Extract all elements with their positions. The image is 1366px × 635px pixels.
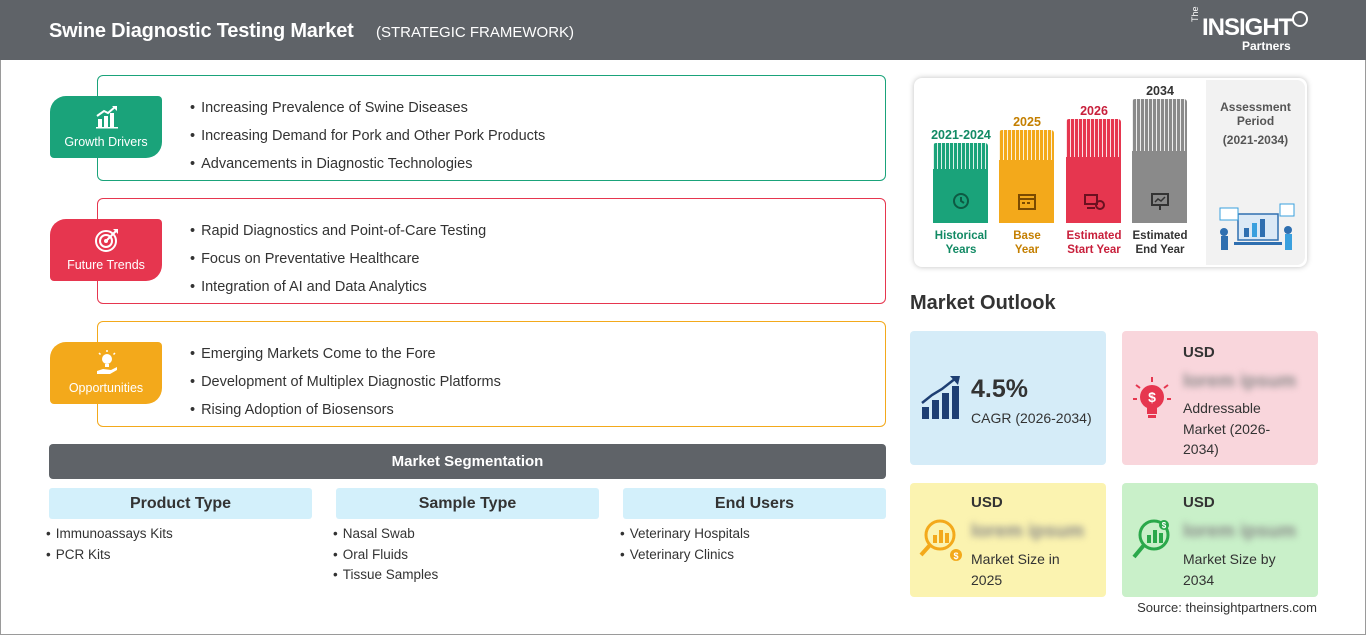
header-bar: Swine Diagnostic Testing Market (STRATEG… bbox=[0, 0, 1366, 60]
growth-drivers-box: Increasing Prevalence of Swine Diseases … bbox=[97, 75, 886, 181]
bar-stripes bbox=[999, 130, 1054, 160]
bar-stripes bbox=[1132, 99, 1187, 151]
page-subtitle: (STRATEGIC FRAMEWORK) bbox=[376, 24, 575, 41]
logo-ring-icon bbox=[1292, 11, 1308, 27]
size-2025-label: Market Size in 2025 bbox=[971, 551, 1060, 588]
list-item: Veterinary Clinics bbox=[620, 545, 750, 566]
list-item: Rapid Diagnostics and Point-of-Care Test… bbox=[190, 217, 486, 245]
analytics-people-icon bbox=[1219, 203, 1295, 250]
money-idea-icon: $ bbox=[1133, 377, 1171, 418]
addressable-currency: USD bbox=[1183, 344, 1215, 361]
list-item: Focus on Preventative Healthcare bbox=[190, 245, 486, 273]
market-size-2034-card: $ USD lorem ipsum Market Size by 2034 bbox=[1122, 483, 1318, 597]
timeline-year-label: 2026 bbox=[1080, 104, 1108, 118]
list-item: Advancements in Diagnostic Technologies bbox=[190, 150, 545, 178]
cagr-label: CAGR (2026-2034) bbox=[971, 410, 1092, 426]
growth-bars-icon bbox=[921, 376, 960, 419]
segment-head-sample-type: Sample Type bbox=[336, 488, 599, 519]
growth-drivers-list: Increasing Prevalence of Swine Diseases … bbox=[190, 94, 545, 178]
history-clock-icon bbox=[953, 193, 969, 209]
timeline-bar bbox=[999, 130, 1054, 223]
list-item: Oral Fluids bbox=[333, 545, 438, 566]
segment-head-product-type: Product Type bbox=[49, 488, 312, 519]
idea-hand-icon bbox=[97, 350, 117, 374]
addressable-market-card: $ USD lorem ipsum Addressable Market (20… bbox=[1122, 331, 1318, 465]
market-size-magnifier-icon: $ bbox=[919, 519, 962, 561]
svg-text:$: $ bbox=[953, 551, 958, 561]
logo-the-text: The bbox=[1190, 6, 1200, 22]
segment-list-product-type: Immunoassays Kits PCR Kits bbox=[46, 524, 173, 565]
insight-partners-logo[interactable]: The INSIGHT Partners bbox=[1188, 6, 1318, 54]
timeline-bar bbox=[1066, 119, 1121, 223]
growth-drivers-tag: Growth Drivers bbox=[50, 96, 162, 158]
assessment-period-panel: Assessment Period (2021-2034) bbox=[1206, 80, 1305, 265]
logo-insight-text: INSIGHT bbox=[1202, 14, 1293, 41]
size-2034-value: lorem ipsum bbox=[1183, 521, 1296, 542]
list-item: Increasing Prevalence of Swine Diseases bbox=[190, 94, 545, 122]
opportunities-list: Emerging Markets Come to the Fore Develo… bbox=[190, 340, 501, 424]
addressable-label: Addressable Market (2026- 2034) bbox=[1183, 400, 1271, 457]
list-item: Nasal Swab bbox=[333, 524, 438, 545]
future-trends-box: Rapid Diagnostics and Point-of-Care Test… bbox=[97, 198, 886, 304]
assessment-period-range: (2021-2034) bbox=[1222, 133, 1289, 147]
timeline-year-label: 2034 bbox=[1146, 84, 1174, 98]
list-item: PCR Kits bbox=[46, 545, 173, 566]
segment-list-end-users: Veterinary Hospitals Veterinary Clinics bbox=[620, 524, 750, 565]
forecast-start-icon bbox=[1084, 194, 1105, 210]
list-item: Increasing Demand for Pork and Other Por… bbox=[190, 122, 545, 150]
timeline-bar bbox=[933, 143, 988, 223]
size-2025-currency: USD bbox=[971, 494, 1003, 511]
opportunities-box: Emerging Markets Come to the Fore Develo… bbox=[97, 321, 886, 427]
growth-drivers-label: Growth Drivers bbox=[64, 135, 148, 149]
list-item: Veterinary Hospitals bbox=[620, 524, 750, 545]
segmentation-header: Market Segmentation bbox=[49, 444, 886, 479]
cagr-card: 4.5% CAGR (2026-2034) bbox=[910, 331, 1106, 465]
svg-text:$: $ bbox=[1148, 389, 1156, 405]
future-trends-label: Future Trends bbox=[67, 258, 145, 272]
timeline-year-label: 2025 bbox=[1013, 115, 1041, 129]
market-size-magnifier-icon: $ bbox=[1132, 519, 1170, 559]
svg-text:$: $ bbox=[1162, 521, 1167, 530]
calendar-icon bbox=[1018, 194, 1036, 210]
market-size-2025-card: $ USD lorem ipsum Market Size in 2025 bbox=[910, 483, 1106, 597]
presentation-icon bbox=[1151, 193, 1169, 210]
segment-list-sample-type: Nasal Swab Oral Fluids Tissue Samples bbox=[333, 524, 439, 586]
source-credit: Source: theinsightpartners.com bbox=[1137, 600, 1317, 615]
list-item: Integration of AI and Data Analytics bbox=[190, 273, 486, 301]
size-2025-value: lorem ipsum bbox=[971, 521, 1084, 542]
logo-partners-text: Partners bbox=[1242, 39, 1291, 53]
segment-head-end-users: End Users bbox=[623, 488, 886, 519]
list-item: Immunoassays Kits bbox=[46, 524, 173, 545]
timeline-bar bbox=[1132, 99, 1187, 223]
addressable-value: lorem ipsum bbox=[1183, 371, 1296, 392]
size-2034-label: Market Size by 2034 bbox=[1183, 551, 1276, 588]
list-item: Rising Adoption of Biosensors bbox=[190, 396, 501, 424]
target-icon bbox=[95, 229, 118, 252]
future-trends-list: Rapid Diagnostics and Point-of-Care Test… bbox=[190, 217, 486, 301]
opportunities-tag: Opportunities bbox=[50, 342, 162, 404]
assessment-period-label: Assessment Period bbox=[1220, 100, 1291, 128]
opportunities-label: Opportunities bbox=[68, 381, 144, 395]
size-2034-currency: USD bbox=[1183, 494, 1215, 511]
list-item: Tissue Samples bbox=[333, 565, 439, 586]
future-trends-tag: Future Trends bbox=[50, 219, 162, 281]
timeline-year-label: 2021-2024 bbox=[931, 128, 991, 142]
page-title: Swine Diagnostic Testing Market bbox=[49, 20, 354, 42]
list-item: Emerging Markets Come to the Fore bbox=[190, 340, 501, 368]
bar-stripes bbox=[1066, 119, 1121, 157]
cagr-value: 4.5% bbox=[971, 375, 1028, 403]
growth-chart-icon bbox=[96, 106, 118, 129]
market-outlook-title: Market Outlook bbox=[910, 292, 1056, 314]
bar-stripes bbox=[933, 143, 988, 169]
list-item: Development of Multiplex Diagnostic Plat… bbox=[190, 368, 501, 396]
